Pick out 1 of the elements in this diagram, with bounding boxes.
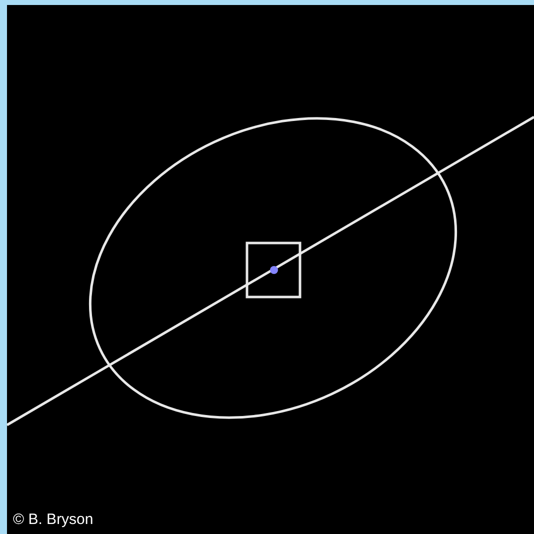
credit-text: © B. Bryson bbox=[13, 511, 94, 528]
